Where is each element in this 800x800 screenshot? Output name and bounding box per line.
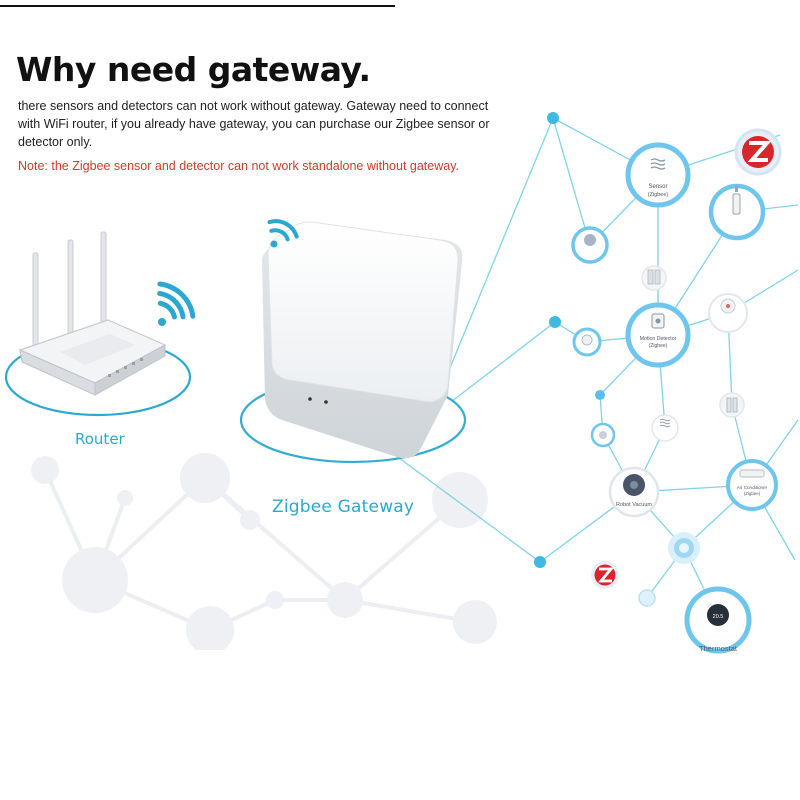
small-node xyxy=(638,589,656,607)
warning-note: Note: the Zigbee sensor and detector can… xyxy=(18,159,460,173)
endpoint-dot xyxy=(595,390,605,400)
zigbee-logo-icon xyxy=(591,561,619,589)
smoke-sensor-node xyxy=(572,327,602,357)
siren-node xyxy=(571,226,609,264)
node-label: Air Conditioner xyxy=(737,485,768,490)
motion-detector-icon xyxy=(651,313,665,329)
zigbee-gateway-device xyxy=(239,221,467,464)
hub-node xyxy=(668,532,700,564)
zigbee-network-diagram: Sensor (Zigbee) Motion Detector (Zigbee) xyxy=(4,112,799,654)
node-label: (Zigbee) xyxy=(648,192,669,198)
background-network xyxy=(31,453,497,650)
thermostat-icon xyxy=(707,604,729,626)
node-label: Motion Detector xyxy=(640,336,677,342)
contact-node xyxy=(641,265,667,291)
robot-vacuum-node: Robot Vacuum xyxy=(608,466,660,518)
router-label: Router xyxy=(75,430,125,448)
node-label: (Zigbee) xyxy=(649,343,668,349)
node-label: Sensor xyxy=(648,184,667,190)
water-sensor-node xyxy=(590,422,616,448)
wifi-icon xyxy=(267,219,299,248)
wifi-icon xyxy=(157,281,196,326)
node-label: Thermostat xyxy=(699,644,738,653)
motion-detector-node: Motion Detector (Zigbee) xyxy=(625,302,691,368)
zigbee-logo-icon xyxy=(734,128,782,176)
thermostat-node: 20.5 Thermostat xyxy=(684,586,752,654)
air-conditioner-node: Air Conditioner (Zigbee) xyxy=(726,459,778,511)
top-divider xyxy=(0,5,395,7)
door-contact-node xyxy=(719,392,745,418)
door-sensor-node xyxy=(708,183,766,241)
endpoint-dot xyxy=(547,112,559,124)
endpoint-dot xyxy=(549,316,561,328)
description-text: there sensors and detectors can not work… xyxy=(18,99,490,149)
node-label: (Zigbee) xyxy=(744,491,761,496)
small-sensor-node xyxy=(651,414,679,442)
sensor-node: Sensor (Zigbee) xyxy=(625,142,691,208)
alarm-node xyxy=(708,293,748,333)
sensor-icon xyxy=(650,158,666,170)
page-title: Why need gateway. xyxy=(16,50,371,89)
node-label: Robot Vacuum xyxy=(616,502,652,508)
router-device xyxy=(4,231,192,417)
thermostat-reading: 20.5 xyxy=(713,614,724,620)
gateway-label: Zigbee Gateway xyxy=(272,497,415,517)
endpoint-dot xyxy=(534,556,546,568)
